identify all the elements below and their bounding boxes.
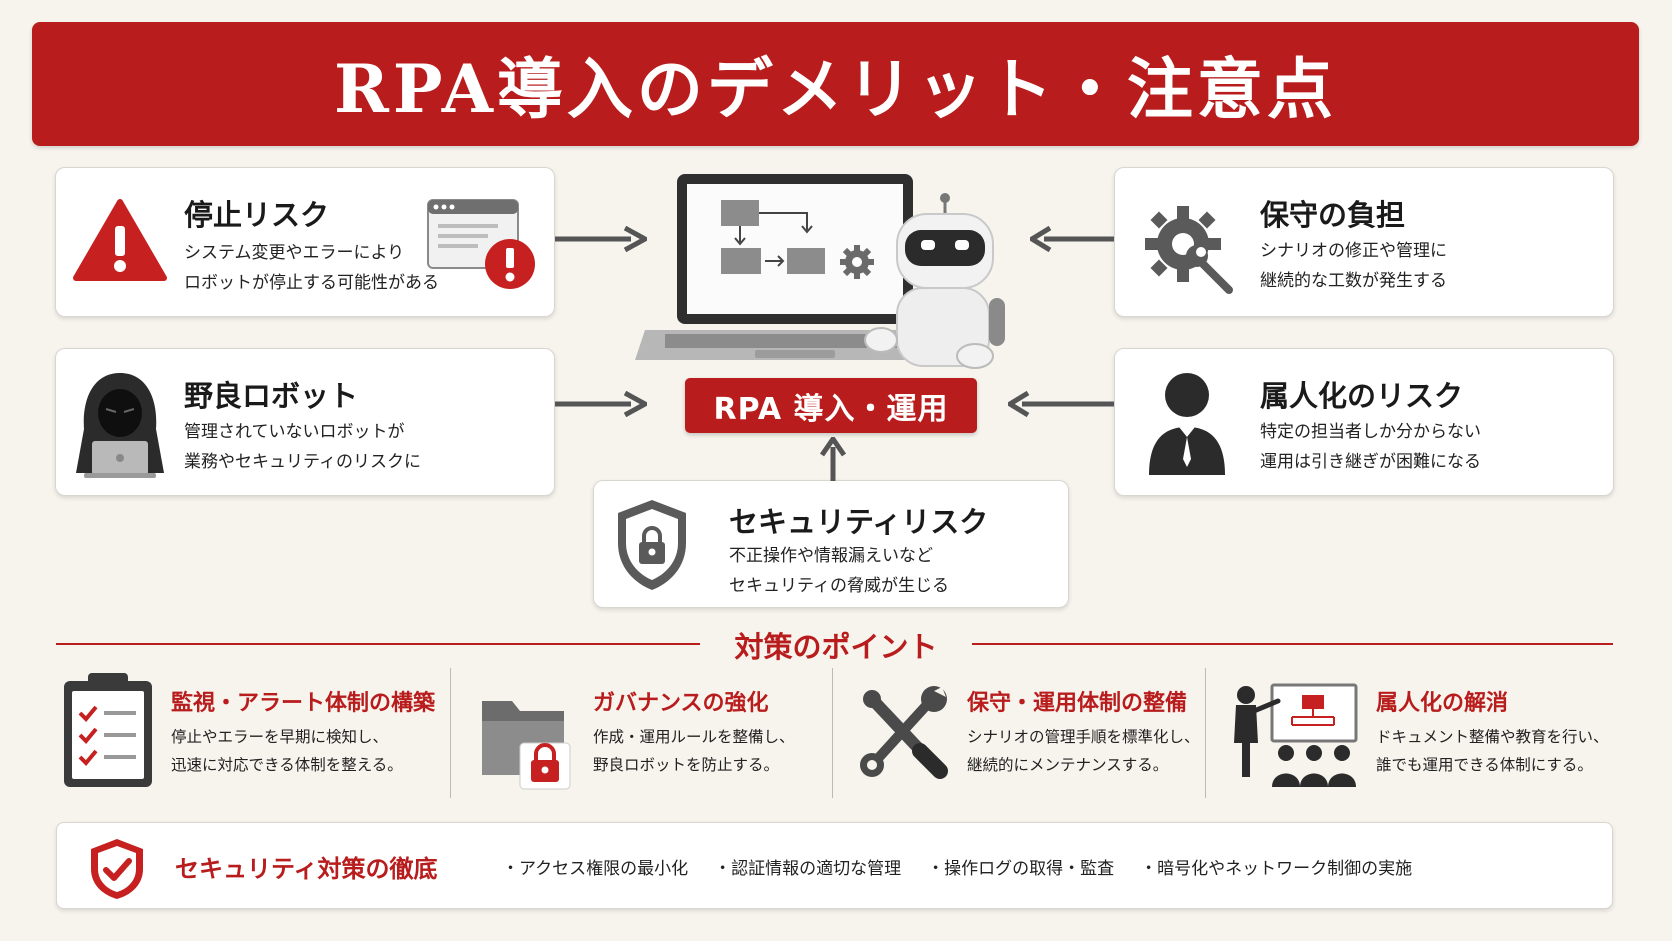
- laptop-robot-illustration: [635, 174, 1005, 369]
- security-measures-panel: セキュリティ対策の徹底 アクセス権限の最小化 認証情報の適切な管理 操作ログの取…: [56, 822, 1613, 909]
- divider: [832, 668, 833, 798]
- risk-card-personal: 属人化のリスク 特定の担当者しか分からない 運用は引き継ぎが困難になる: [1114, 348, 1614, 496]
- countermeasure-title: 保守・運用体制の整備: [967, 691, 1188, 716]
- section-title: 対策のポイント: [734, 630, 938, 664]
- risk-title: セキュリティリスク: [729, 505, 989, 539]
- risk-title: 保守の負担: [1260, 198, 1406, 232]
- security-measures-title: セキュリティ対策の徹底: [175, 855, 438, 883]
- risk-desc: システム変更やエラーにより ロボットが停止する可能性がある: [184, 243, 439, 293]
- countermeasure-title: 監視・アラート体制の構築: [171, 691, 436, 716]
- risk-title: 停止リスク: [184, 198, 330, 232]
- risk-desc: シナリオの修正や管理に 継続的な工数が発生する: [1260, 241, 1447, 291]
- risk-card-security: セキュリティリスク 不正操作や情報漏えいなど セキュリティの脅威が生じる: [593, 480, 1069, 608]
- page-title: RPA導入のデメリット・注意点: [334, 50, 1337, 128]
- title-banner: RPA導入のデメリット・注意点: [32, 22, 1639, 146]
- training-presentation-icon: [1234, 683, 1358, 787]
- arrow-up-icon: [820, 437, 846, 481]
- divider: [1205, 668, 1206, 798]
- arrow-left-icon: [1008, 391, 1114, 417]
- risk-title: 属人化のリスク: [1260, 379, 1464, 413]
- arrow-right-icon: [555, 391, 647, 417]
- tools-icon: [860, 686, 948, 779]
- list-item: 操作ログの取得・監査: [927, 854, 1114, 879]
- countermeasure-item: 属人化の解消 ドキュメント整備や教育を行い、 誰でも運用できる体制にする。: [1230, 665, 1610, 800]
- divider: [450, 668, 451, 798]
- center-label: RPA 導入・運用: [685, 378, 977, 433]
- clipboard-checklist-icon: [64, 673, 152, 787]
- countermeasure-desc: ドキュメント整備や教育を行い、 誰でも運用できる体制にする。: [1376, 728, 1609, 774]
- error-window-icon: [427, 199, 535, 289]
- warning-triangle-icon: [73, 199, 167, 281]
- arrow-left-icon: [1030, 226, 1114, 252]
- risk-card-stop: 停止リスク システム変更やエラーにより ロボットが停止する可能性がある: [55, 167, 555, 317]
- countermeasure-desc: シナリオの管理手順を標準化し、 継続的にメンテナンスする。: [967, 728, 1200, 774]
- risk-card-rogue: 野良ロボット 管理されていないロボットが 業務やセキュリティのリスクに: [55, 348, 555, 496]
- risk-card-maintenance: 保守の負担 シナリオの修正や管理に 継続的な工数が発生する: [1114, 167, 1614, 317]
- shield-check-icon: [91, 839, 143, 899]
- list-item: 認証情報の適切な管理: [714, 854, 901, 879]
- countermeasure-title: ガバナンスの強化: [593, 691, 769, 716]
- risk-desc: 管理されていないロボットが 業務やセキュリティのリスクに: [184, 422, 421, 472]
- countermeasure-item: 保守・運用体制の整備 シナリオの管理手順を標準化し、 継続的にメンテナンスする。: [852, 665, 1202, 800]
- list-item: 暗号化やネットワーク制御の実施: [1140, 854, 1412, 879]
- gear-wrench-icon: [1145, 206, 1236, 296]
- security-measures-list: アクセス権限の最小化 認証情報の適切な管理 操作ログの取得・監査 暗号化やネット…: [502, 854, 1412, 879]
- arrow-right-icon: [555, 226, 647, 252]
- person-icon: [1149, 373, 1225, 475]
- countermeasure-item: 監視・アラート体制の構築 停止やエラーを早期に検知し、 迅速に対応できる体制を整…: [56, 665, 446, 800]
- countermeasure-item: ガバナンスの強化 作成・運用ルールを整備し、 野良ロボットを防止する。: [478, 665, 828, 800]
- section-divider-right: [972, 643, 1613, 645]
- countermeasure-desc: 作成・運用ルールを整備し、 野良ロボットを防止する。: [593, 728, 795, 774]
- risk-desc: 特定の担当者しか分からない 運用は引き継ぎが困難になる: [1260, 422, 1481, 472]
- hooded-hacker-icon: [76, 373, 164, 478]
- folder-lock-icon: [482, 701, 571, 790]
- risk-title: 野良ロボット: [184, 379, 359, 413]
- risk-desc: 不正操作や情報漏えいなど セキュリティの脅威が生じる: [729, 546, 949, 596]
- list-item: アクセス権限の最小化: [502, 854, 688, 879]
- countermeasure-desc: 停止やエラーを早期に検知し、 迅速に対応できる体制を整える。: [171, 728, 403, 774]
- shield-lock-icon: [618, 500, 686, 590]
- countermeasure-title: 属人化の解消: [1376, 691, 1509, 716]
- section-divider-left: [56, 643, 700, 645]
